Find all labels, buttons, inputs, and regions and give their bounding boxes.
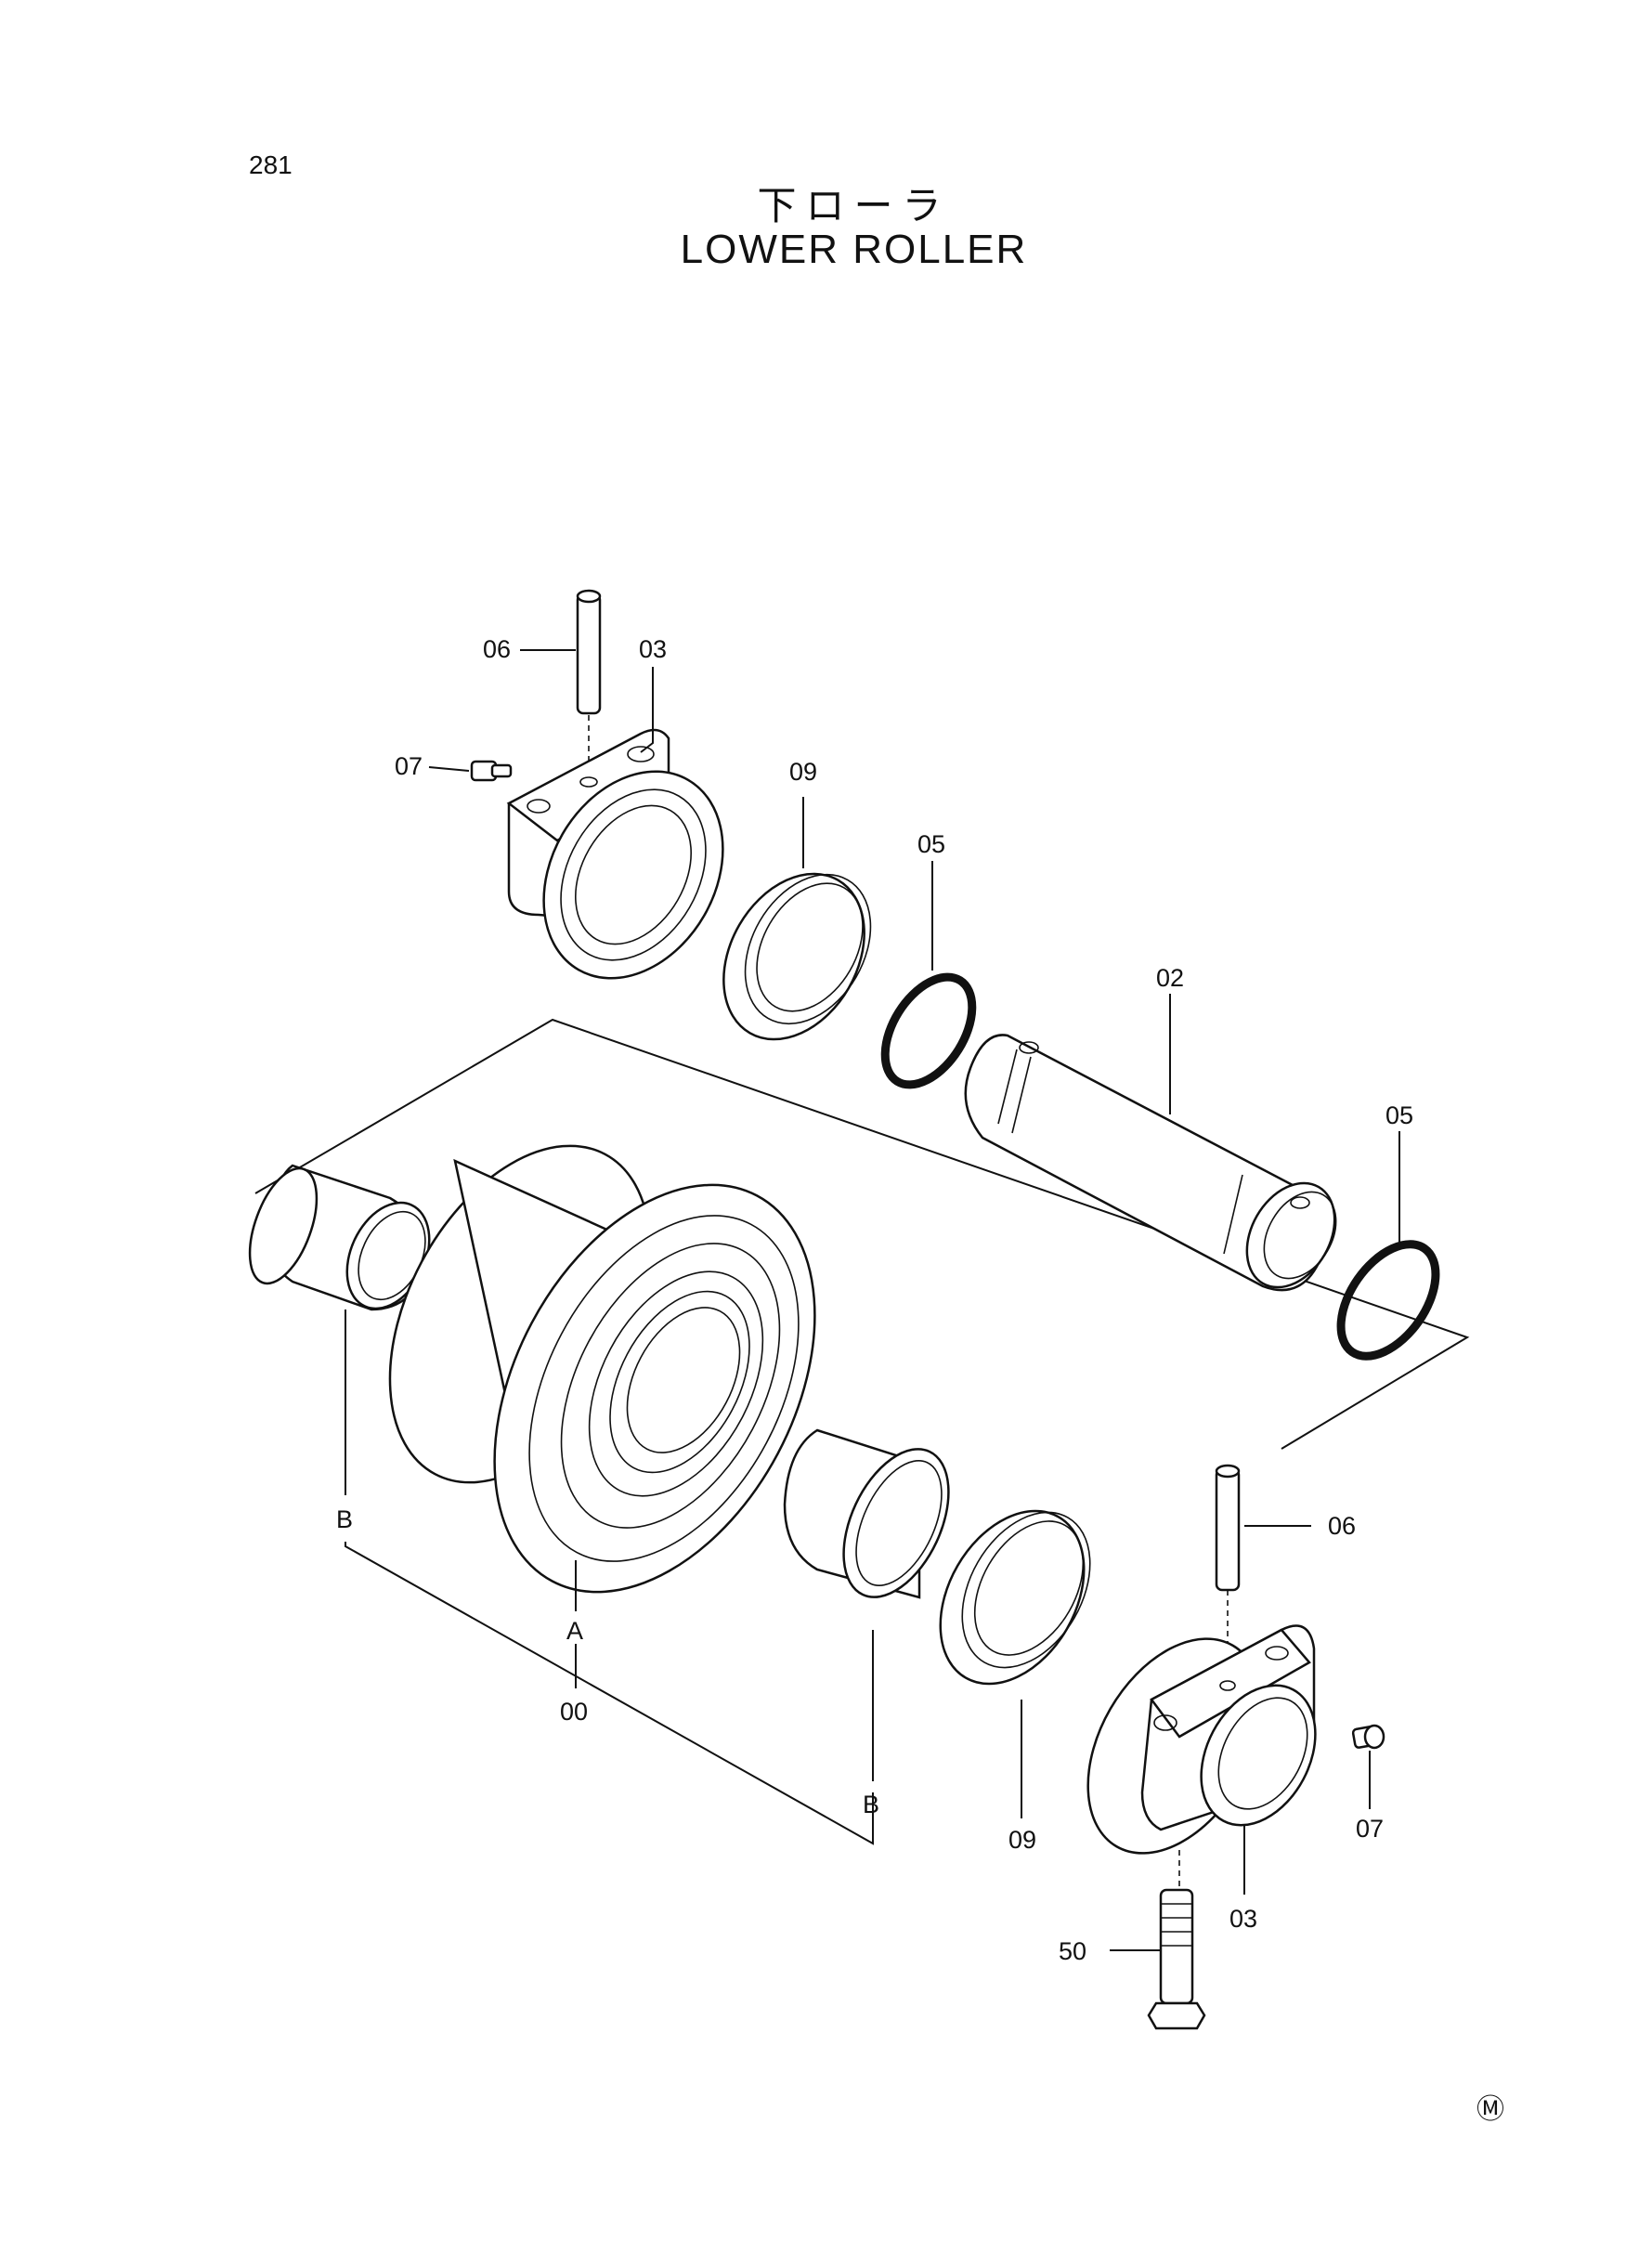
callout-09-bottom: 09 [1008, 1826, 1036, 1854]
seal-09-bottom [939, 1509, 1091, 1686]
pin-06-bottom [1215, 1464, 1241, 1686]
assembly-frame [254, 1018, 1470, 1450]
bushing-b-right [783, 1428, 950, 1599]
bolt-50 [1147, 1888, 1206, 2030]
corner-m-mark: Ⓜ [1476, 2093, 1504, 2126]
callout-50: 50 [1059, 1937, 1086, 1965]
callout-05-right: 05 [1385, 1101, 1413, 1129]
callout-labels: 06 03 07 09 05 02 05 06 B A 00 B 09 07 0… [336, 635, 1413, 1965]
grease-nipple-07-bottom [1351, 1724, 1385, 1750]
leader-lines [345, 649, 1400, 1951]
page-number: 281 [249, 150, 293, 179]
shaft-02 [964, 1034, 1337, 1292]
collar-03-top [506, 728, 724, 980]
callout-b-bottom: B [863, 1791, 879, 1818]
pin-06-top [576, 589, 602, 762]
callout-07-bottom: 07 [1356, 1815, 1384, 1843]
roller-body-00 [388, 1144, 816, 1594]
callout-06-bottom: 06 [1328, 1512, 1356, 1540]
callout-02: 02 [1156, 964, 1184, 992]
title-english: LOWER ROLLER [680, 227, 1028, 272]
callout-06-top: 06 [483, 635, 511, 663]
bushing-b-left [248, 1164, 431, 1311]
callout-b-left: B [336, 1505, 353, 1533]
grease-nipple-07-top [470, 760, 513, 782]
callout-03-top: 03 [639, 635, 667, 663]
o-ring-05-right [1336, 1240, 1440, 1361]
seal-09-top [722, 872, 872, 1041]
callout-07-top: 07 [395, 752, 423, 780]
callout-00: 00 [560, 1698, 588, 1726]
title-japanese: 下ローラ [757, 183, 951, 228]
callout-03-bottom: 03 [1229, 1905, 1257, 1933]
collar-03-bottom [1086, 1624, 1317, 1890]
callout-05-top: 05 [917, 830, 945, 858]
callout-09-top: 09 [789, 758, 817, 786]
callout-a: A [566, 1617, 583, 1645]
o-ring-05-top [880, 972, 977, 1089]
